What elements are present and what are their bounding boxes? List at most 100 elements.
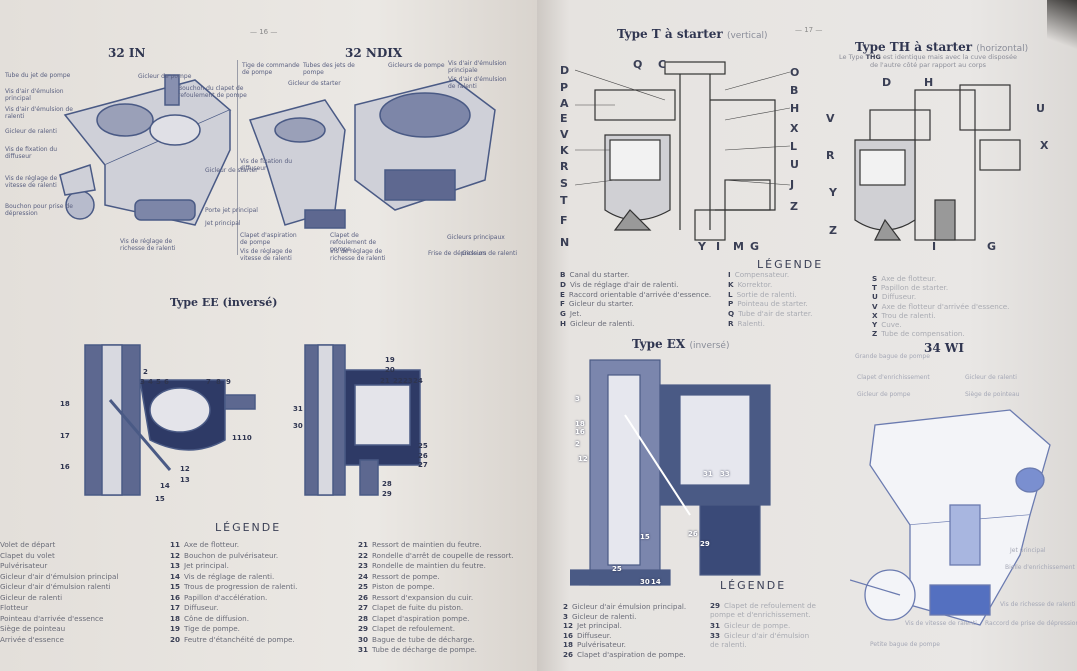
legend-key: 2	[563, 602, 569, 611]
callout-number: 2	[143, 368, 148, 376]
legend-key: 27	[358, 603, 369, 612]
callout-letter: L	[790, 140, 798, 153]
type-thg-note: Le Type THG est identique mais avec la c…	[838, 53, 1018, 69]
note-text: Le Type	[839, 53, 864, 61]
callout-number: 7	[206, 378, 211, 386]
legend-key: 21	[358, 540, 369, 549]
callout-label: Clapet d'aspiration de pompe	[240, 232, 297, 246]
callout-letter: Q	[633, 58, 643, 71]
callout-label: Vis d'air d'émulsion de ralenti	[448, 76, 507, 90]
callout-label: Clapet de refoulement de pompe	[330, 232, 377, 253]
legend-key: 19	[170, 624, 181, 633]
diagram-title-32ndix: 32 NDIX	[345, 46, 403, 60]
callout-label: Gicleur de starter	[288, 80, 341, 87]
legend-text: Tige de pompe.	[184, 624, 240, 633]
legend-key: 13	[170, 561, 181, 570]
legend-key: P	[728, 299, 734, 309]
legend-text: Diffuseur.	[577, 630, 612, 640]
legend-key: 25	[358, 582, 369, 591]
legend-text: Diffuseur.	[881, 292, 917, 302]
legend-text: Raccord orientable d'arrivée d'essence.	[568, 289, 712, 299]
legend-key: 28	[358, 613, 369, 623]
legend-title: LÉGENDE	[215, 521, 282, 534]
diagram-title-type-th: Type TH à starter (horizontal)	[855, 40, 1028, 54]
legend-text: Tube de décharge de pompe.	[372, 645, 477, 654]
legend-item: Gicleur d'air d'émulsion principal	[0, 571, 119, 581]
carburetor-34wi-illustration	[850, 409, 1051, 626]
callout-label: Vis de réglage de richesse de ralenti	[120, 238, 176, 252]
legend-text: Vis de réglage de ralenti.	[184, 571, 275, 581]
legend-text: Clapet de fuite du piston.	[372, 603, 464, 612]
callout-label: Gicleur de pompe	[138, 73, 192, 80]
callout-number: 31	[703, 470, 713, 478]
type-t-cross-section	[575, 61, 790, 241]
callout-letter: P	[560, 81, 569, 94]
legend-text: Piston de pompe.	[372, 582, 435, 591]
callout-letter: Z	[829, 224, 837, 237]
callout-label: Vis de réglage de richesse de ralenti	[330, 248, 386, 262]
callout-number: 21	[380, 377, 390, 385]
legend-text: Clapet de refoulement de pompe et d'enri…	[710, 601, 816, 619]
legend-item: Volet de départ	[0, 540, 56, 549]
callout-label: Porte jet principal	[205, 207, 258, 214]
title-subtitle: (horizontal)	[976, 44, 1029, 54]
legend-key: D	[560, 279, 566, 289]
legend-key: 29	[710, 601, 721, 610]
divider	[237, 60, 238, 255]
legend-text: Gicleur d'air émulsion principal.	[572, 602, 687, 611]
callout-letter: U	[790, 158, 799, 171]
legend-text: Cuve.	[881, 320, 902, 329]
legend-key: 31	[358, 645, 369, 654]
legend-key: G	[560, 309, 566, 319]
callout-number: 15	[640, 533, 650, 541]
legend-key: 23	[358, 561, 369, 570]
type-ee-right-cross-section	[304, 344, 421, 496]
callout-label: Vis d'air d'émulsion principale	[448, 60, 507, 74]
callout-label: Gicleur de ralenti	[965, 374, 1017, 381]
callout-letter: B	[790, 84, 799, 97]
legend-text: Jet principal.	[577, 621, 622, 630]
legend-key: 22	[358, 550, 369, 560]
legend-text: Ressort de pompe.	[372, 571, 440, 581]
callout-number: 4	[148, 378, 153, 386]
legend-text: Feutre d'étanchéité de pompe.	[184, 634, 295, 644]
callout-number: 33	[720, 470, 730, 478]
type-ee-left-cross-section	[84, 344, 256, 496]
callout-number: 25	[612, 565, 622, 573]
callout-label: Vis de vitesse de ralenti	[905, 620, 977, 627]
legend-key: 17	[170, 603, 181, 612]
legend-text: Gicleur de ralenti.	[572, 611, 637, 621]
callout-number: 3	[575, 395, 580, 403]
callout-number: 23	[403, 377, 413, 385]
legend-key: T	[872, 283, 877, 293]
legend-key: 14	[170, 571, 181, 581]
legend-text: Gicleur de pompe.	[724, 621, 791, 630]
legend-text: Papillon de starter.	[880, 283, 949, 293]
legend-text: Korrektor.	[737, 279, 773, 289]
callout-number: 19	[385, 356, 395, 364]
carburetor-32ndix-illustration	[249, 79, 496, 229]
legend-key: L	[728, 289, 733, 299]
callout-number: 31	[293, 405, 303, 413]
legend-text: Compensateur.	[734, 270, 790, 279]
callout-number: 10	[242, 434, 252, 442]
title-text: Type EX	[632, 337, 686, 351]
callout-label: Bouchon du clapet de refoulement de pomp…	[178, 85, 247, 99]
callout-number: 26	[418, 452, 428, 460]
callout-number: 22	[393, 377, 403, 385]
note-text: est identique mais avec la cuve disposée…	[869, 53, 1017, 69]
legend-key: F	[560, 299, 565, 309]
callout-number: 12	[180, 465, 190, 473]
legend-key: 26	[358, 592, 369, 602]
callout-label: Gicleur de ralenti	[5, 128, 57, 135]
